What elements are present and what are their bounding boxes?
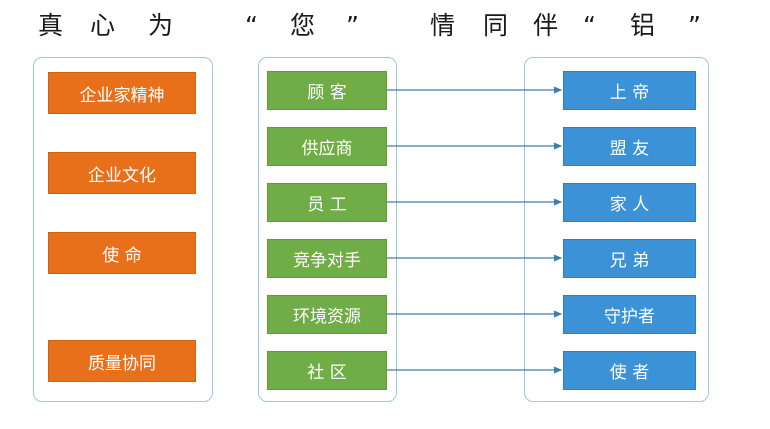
- role-box[interactable]: 盟 友: [563, 127, 696, 166]
- title-char: 伴: [533, 11, 559, 40]
- diagram-title: 真 心 为 “ 您 ” 情 同 伴 “ 铝 ”: [0, 4, 770, 48]
- title-char: 心: [90, 11, 116, 40]
- stakeholder-box[interactable]: 员 工: [267, 183, 387, 222]
- role-box[interactable]: 家 人: [563, 183, 696, 222]
- title-char: 您: [290, 11, 316, 40]
- title-char: 情: [430, 11, 456, 40]
- title-char: ”: [346, 11, 359, 40]
- title-char: “: [583, 11, 596, 40]
- title-char: 同: [483, 11, 509, 40]
- title-char: 为: [148, 11, 174, 40]
- value-box[interactable]: 质量协同: [48, 340, 196, 382]
- role-box[interactable]: 上 帝: [563, 71, 696, 110]
- title-char: “: [245, 11, 258, 40]
- stakeholder-box[interactable]: 社 区: [267, 351, 387, 390]
- panel-stakeholders: [258, 57, 397, 402]
- stakeholder-box[interactable]: 环境资源: [267, 295, 387, 334]
- value-box[interactable]: 企业家精神: [48, 72, 196, 114]
- role-box[interactable]: 使 者: [563, 351, 696, 390]
- value-box[interactable]: 企业文化: [48, 152, 196, 194]
- stakeholder-box[interactable]: 供应商: [267, 127, 387, 166]
- title-char: 真: [38, 11, 64, 40]
- stakeholder-box[interactable]: 顾 客: [267, 71, 387, 110]
- stakeholder-box[interactable]: 竞争对手: [267, 239, 387, 278]
- value-box[interactable]: 使 命: [48, 232, 196, 274]
- title-char: 铝: [630, 11, 656, 40]
- panel-roles: [524, 57, 709, 402]
- role-box[interactable]: 守护者: [563, 295, 696, 334]
- role-box[interactable]: 兄 弟: [563, 239, 696, 278]
- title-char: ”: [688, 11, 701, 40]
